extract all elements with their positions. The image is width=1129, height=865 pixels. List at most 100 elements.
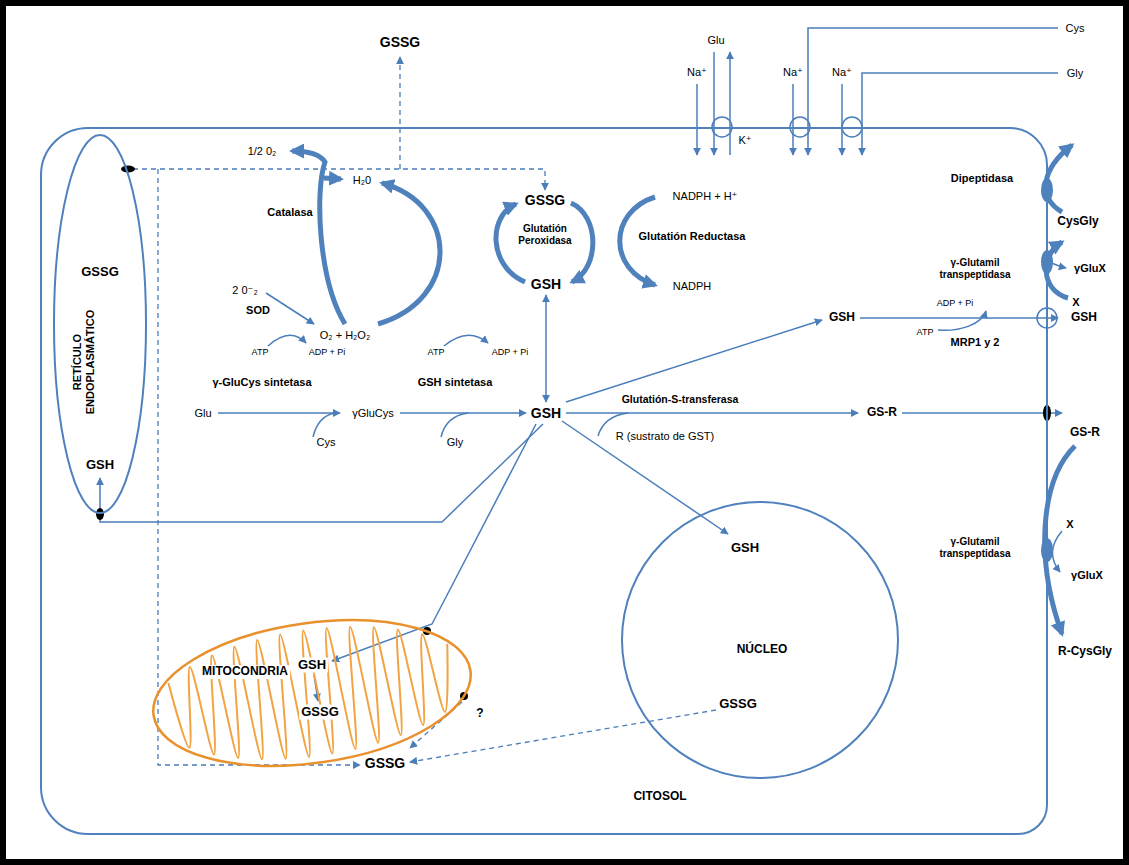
cofactor-label: ADP + Pi bbox=[492, 347, 529, 357]
metabolite-label: O₂ + H₂O₂ bbox=[320, 329, 370, 342]
cofactor-label: ADP + Pi bbox=[937, 298, 974, 308]
transport-arrow bbox=[100, 424, 543, 522]
label-holder: Gly bbox=[447, 436, 464, 449]
cofactor-arrow bbox=[444, 335, 488, 346]
label-holder: MITOCONDRIA bbox=[200, 665, 290, 679]
ion-flux-arrow bbox=[696, 84, 698, 155]
metabolite-label: GSH bbox=[531, 405, 561, 421]
label-holder: Gly bbox=[1067, 67, 1084, 80]
label-holder: GSH bbox=[829, 311, 855, 325]
label-holder: Na⁺ bbox=[832, 66, 852, 79]
label-holder: 1/2 0₂ bbox=[248, 145, 277, 158]
organelle-name: NÚCLEO bbox=[737, 643, 788, 657]
metabolite-label: X bbox=[1072, 296, 1079, 309]
metabolite-label: GSH bbox=[1071, 311, 1097, 325]
label-holder: γGluCys bbox=[352, 407, 394, 420]
enzyme-label: Glutatión Reductasa bbox=[639, 230, 746, 243]
metabolite-label: γGluX bbox=[1074, 262, 1106, 275]
label-holder: GSH bbox=[86, 458, 114, 473]
transporter-label: MRP1 y 2 bbox=[951, 336, 1000, 349]
dashed-flux bbox=[399, 57, 400, 169]
enzyme-label: γ-Glutamil transpeptidasa bbox=[925, 257, 1025, 280]
cofactor-label: NADPH bbox=[673, 280, 712, 293]
label-holder: MRP1 y 2 bbox=[951, 336, 1000, 349]
enzyme-label: γ-GluCys sintetasa bbox=[212, 376, 311, 389]
label-holder: ADP + Pi bbox=[309, 347, 346, 357]
label-holder: X bbox=[1066, 518, 1073, 531]
label-holder: R-CysGly bbox=[1058, 645, 1112, 659]
cofactor-arrow bbox=[268, 335, 306, 346]
product-arrow bbox=[1052, 531, 1062, 572]
organelle-membrane bbox=[144, 601, 480, 784]
transport-arrow bbox=[566, 320, 822, 402]
enzyme-arc bbox=[378, 183, 440, 324]
enzyme-arc bbox=[1046, 145, 1072, 212]
metabolite-label: Glu bbox=[707, 34, 724, 47]
reaction-arrow bbox=[566, 412, 858, 414]
metabolite-label: CysGly bbox=[1057, 215, 1098, 229]
label-holder: NÚCLEO bbox=[737, 643, 788, 657]
enzyme-arc bbox=[292, 151, 345, 324]
label-holder: Glutatión Peroxidasa bbox=[505, 223, 585, 246]
ion-flux-arrow bbox=[713, 52, 715, 155]
label-holder: GSSG bbox=[81, 265, 119, 280]
label-holder: Cys bbox=[317, 436, 336, 449]
label-holder: Dipeptidasa bbox=[951, 172, 1013, 185]
uptake-arrow bbox=[808, 28, 1058, 155]
label-holder: ADP + Pi bbox=[492, 347, 529, 357]
label-holder: ATP bbox=[428, 347, 445, 357]
label-holder: RETÍCULO ENDOPLASMÁTICO bbox=[71, 287, 96, 437]
metabolite-label: γGluCys bbox=[352, 407, 394, 420]
ion-label: Na⁺ bbox=[783, 66, 803, 79]
metabolite-label: GSSG bbox=[365, 755, 405, 771]
label-holder: γ-GluCys sintetasa bbox=[212, 376, 311, 389]
enzyme-label: GSH sintetasa bbox=[418, 376, 493, 389]
label-holder: 2 0⁻₂ bbox=[232, 284, 257, 297]
label-holder: GSH bbox=[296, 658, 328, 673]
label-holder: GSH bbox=[531, 276, 561, 292]
metabolite-label: GSH bbox=[86, 458, 114, 473]
metabolite-label: GSH bbox=[829, 311, 855, 325]
label-holder: γGluX bbox=[1074, 262, 1106, 275]
metabolite-label: Gly bbox=[1067, 67, 1084, 80]
question-mark: ? bbox=[476, 707, 483, 721]
metabolite-label: Glu bbox=[194, 407, 211, 420]
organelle-name: RETÍCULO ENDOPLASMÁTICO bbox=[71, 287, 96, 437]
label-holder: Cys bbox=[1066, 22, 1085, 35]
metabolite-label: 2 0⁻₂ bbox=[232, 284, 257, 297]
mitochondrion: MITOCONDRIA GSH GSSG bbox=[150, 615, 474, 771]
label-holder: NADPH bbox=[673, 280, 712, 293]
label-holder: Catalasa bbox=[267, 206, 312, 219]
label-holder: O₂ + H₂O₂ bbox=[320, 329, 370, 342]
label-holder: Glu bbox=[707, 34, 724, 47]
enzyme-label: SOD bbox=[246, 304, 270, 317]
cofactor-label: NADPH + H⁺ bbox=[673, 190, 738, 203]
label-holder: ATP bbox=[917, 327, 934, 337]
label-holder: Na⁺ bbox=[687, 66, 707, 79]
ion-flux-arrow bbox=[729, 52, 731, 155]
label-holder: R (sustrato de GST) bbox=[616, 430, 714, 443]
metabolite-label: Gly bbox=[447, 436, 464, 449]
enzyme-label: Glutatión-S-transferasa bbox=[622, 393, 739, 405]
ion-label: Na⁺ bbox=[832, 66, 852, 79]
label-holder: GS-R bbox=[1070, 426, 1100, 440]
metabolite-label: GSSG bbox=[380, 34, 420, 50]
label-holder: SOD bbox=[246, 304, 270, 317]
cell-membrane: CITOSOLRETÍCULO ENDOPLASMÁTICOGSSGGSHMIT… bbox=[40, 127, 1048, 835]
metabolite-label: Cys bbox=[1066, 22, 1085, 35]
metabolite-label: H₂0 bbox=[353, 174, 371, 187]
export-arrow bbox=[902, 412, 1062, 414]
organelle-membrane bbox=[622, 502, 898, 778]
enzyme-arc bbox=[324, 178, 341, 179]
label-holder: γGluX bbox=[1071, 569, 1103, 582]
organelle-outline bbox=[620, 500, 900, 780]
metabolite-label: Cys bbox=[317, 436, 336, 449]
organelle-membrane bbox=[54, 135, 146, 513]
metabolite-label: γGluX bbox=[1071, 569, 1103, 582]
enzyme-label: γ-Glutamil transpeptidasa bbox=[925, 536, 1025, 559]
ion-label: K⁺ bbox=[738, 134, 751, 147]
cofactor-label: ADP + Pi bbox=[309, 347, 346, 357]
label-holder: H₂0 bbox=[353, 174, 371, 187]
metabolite-label: GSH bbox=[731, 541, 759, 556]
